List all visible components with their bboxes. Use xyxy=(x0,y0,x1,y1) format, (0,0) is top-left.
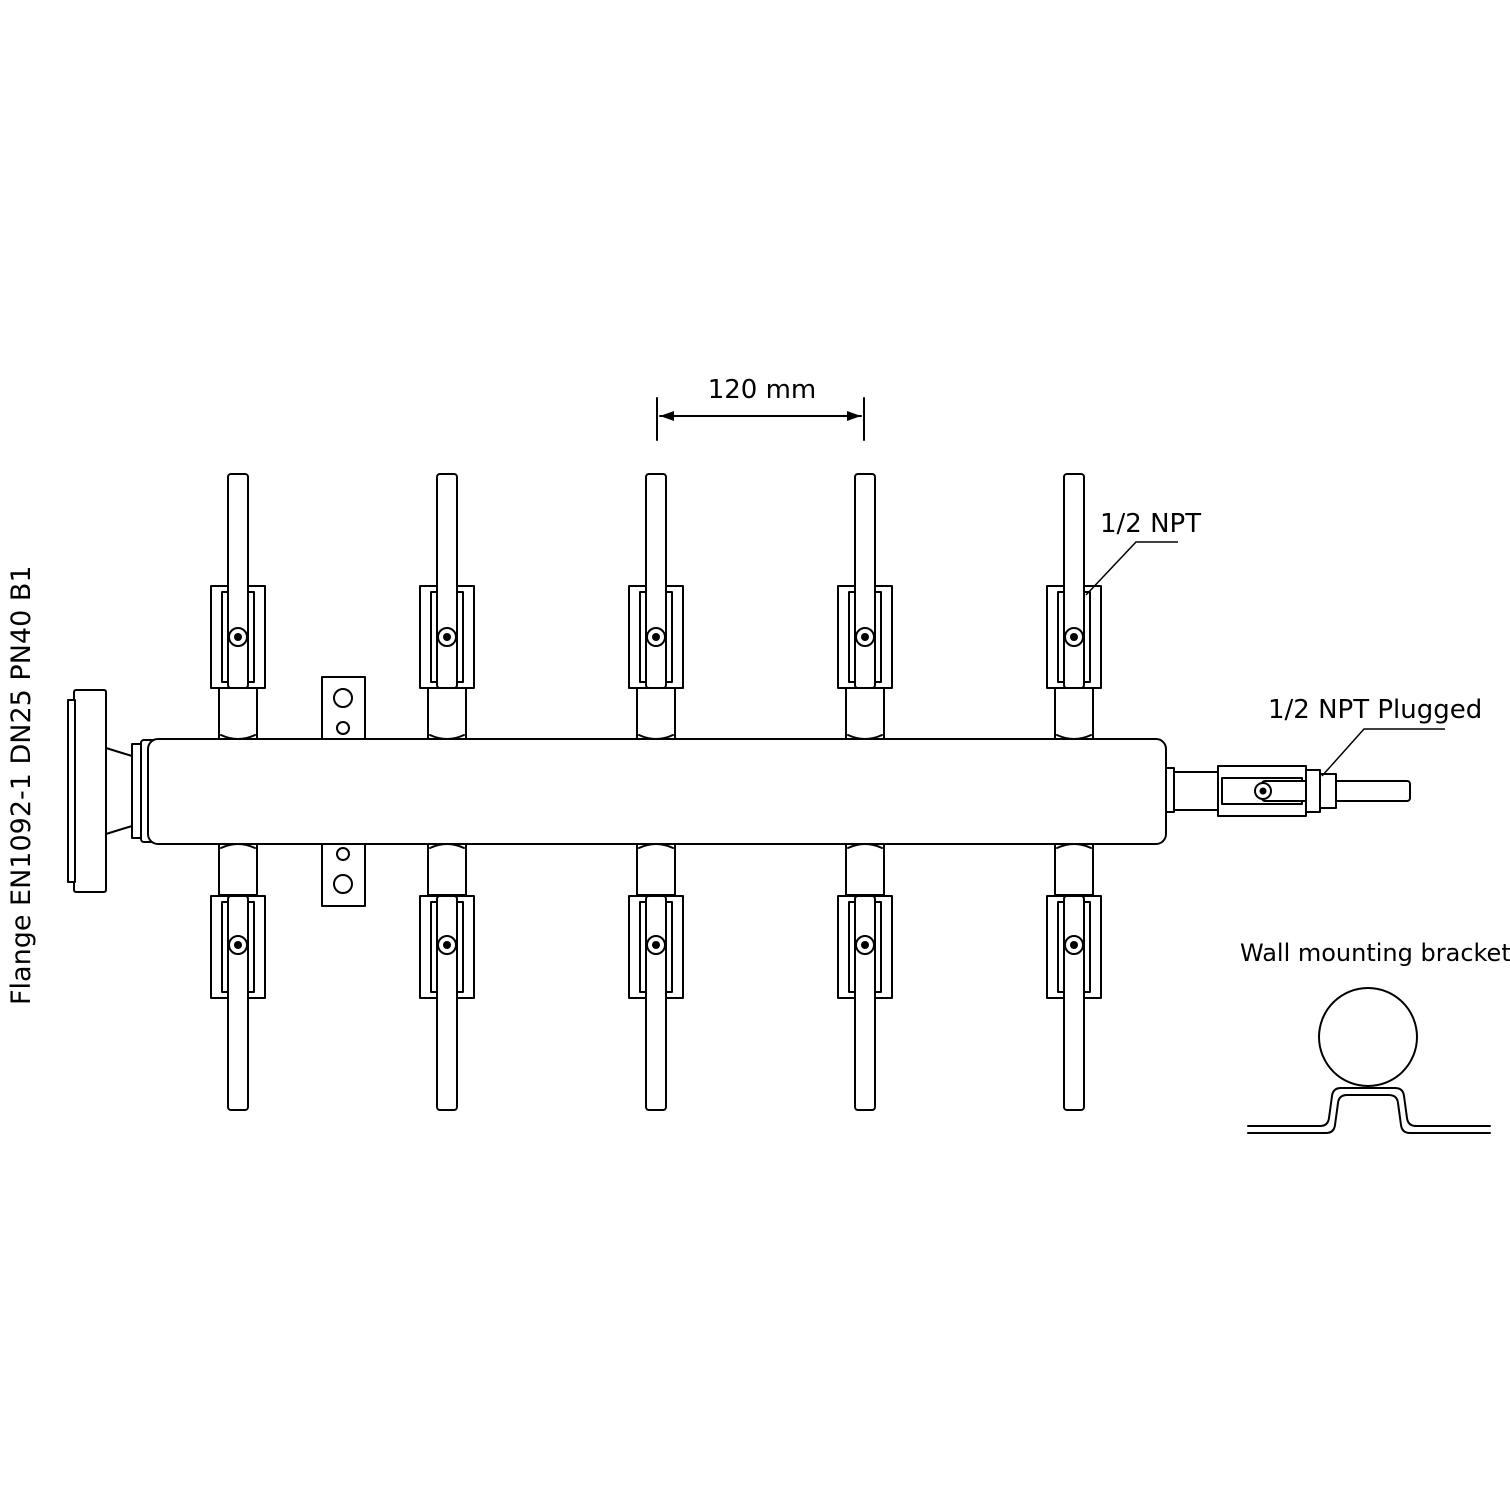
plugged-end-fitting xyxy=(1165,765,1411,817)
bottom-outlet-valve xyxy=(419,843,475,1111)
spacing-dimension: 120 mm xyxy=(656,375,865,441)
flange xyxy=(67,689,156,893)
manifold-body xyxy=(147,738,1167,845)
npt-plugged-label: 1/2 NPT Plugged xyxy=(1268,695,1482,725)
top-outlet-valve xyxy=(1046,473,1102,740)
top-outlet-valve xyxy=(628,473,684,740)
top-outlet-valve xyxy=(419,473,475,740)
mounting-plate-bottom xyxy=(321,843,366,907)
bottom-outlet-valve xyxy=(1046,843,1102,1111)
top-outlet-valve xyxy=(837,473,893,740)
npt-callout: 1/2 NPT xyxy=(1085,509,1201,596)
mounting-plate-top xyxy=(321,676,366,740)
bottom-outlet-valve xyxy=(837,843,893,1111)
flange-label: Flange EN1092-1 DN25 PN40 B1 xyxy=(6,565,37,1005)
spacing-label: 120 mm xyxy=(708,375,817,405)
npt-plugged-callout: 1/2 NPT Plugged xyxy=(1268,695,1482,777)
bracket-label: Wall mounting bracket xyxy=(1240,939,1510,967)
npt-label: 1/2 NPT xyxy=(1100,509,1201,539)
outlet-valves xyxy=(210,473,1102,1111)
wall-bracket-detail: Wall mounting bracket xyxy=(1240,939,1510,1134)
top-outlet-valve xyxy=(210,473,266,740)
bottom-outlet-valve xyxy=(628,843,684,1111)
bottom-outlet-valve xyxy=(210,843,266,1111)
